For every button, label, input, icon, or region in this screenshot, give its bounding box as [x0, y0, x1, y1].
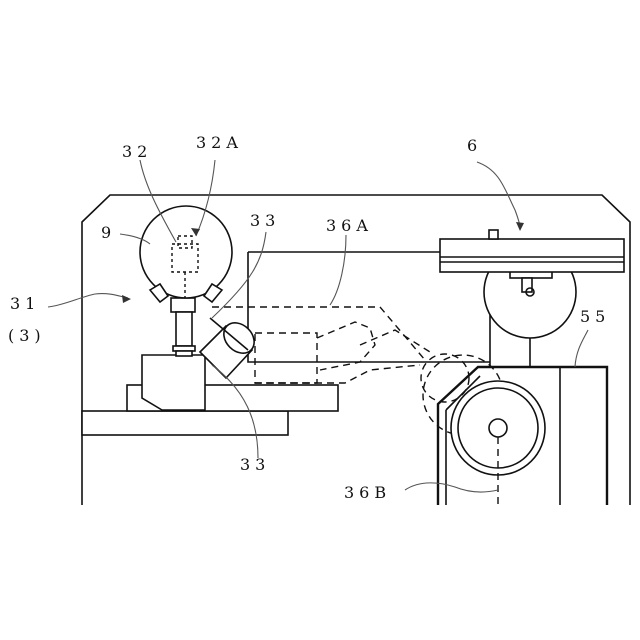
tilted-cylinder — [200, 317, 260, 378]
label-31: 31 — [10, 294, 40, 313]
label-32: 32 — [122, 142, 152, 161]
label-33-bottom: 33 — [240, 455, 270, 474]
drum — [451, 381, 545, 505]
label-36B: 36B — [344, 483, 391, 502]
motor-housing — [142, 355, 205, 410]
label-3: (3) — [8, 326, 46, 345]
label-6: 6 — [467, 136, 482, 155]
sphere-9 — [140, 206, 232, 302]
label-33-top: 33 — [250, 211, 280, 230]
lower-shelf — [82, 411, 288, 435]
label-32A: 32A — [196, 133, 243, 152]
label-9: 9 — [101, 223, 116, 242]
label-36A: 36A — [326, 216, 373, 235]
shaft-column — [171, 298, 195, 356]
label-55: 55 — [580, 307, 610, 326]
beam-6 — [440, 230, 624, 272]
